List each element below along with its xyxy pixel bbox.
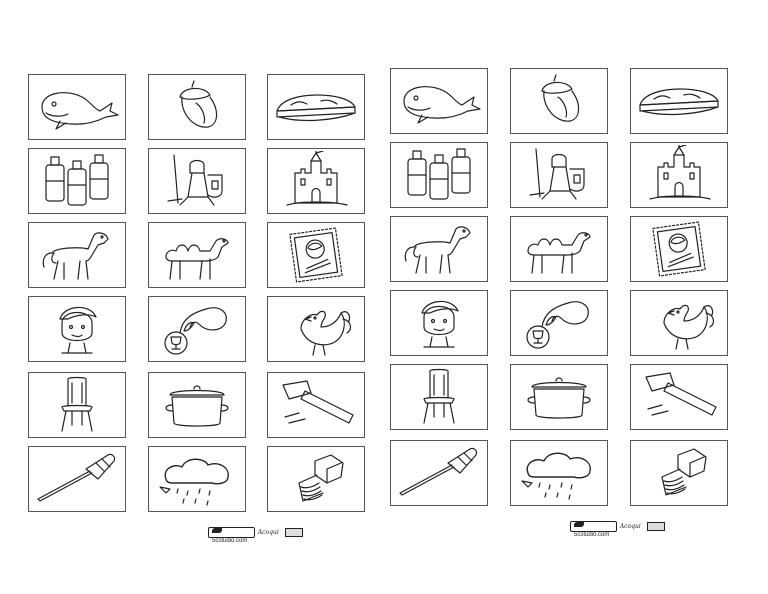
card-bolt [630,440,728,506]
card-hammer [630,364,728,430]
trophy-rope-icon [152,299,242,359]
castle-icon [271,151,361,211]
trophy-rope-icon [514,293,604,353]
horse-icon [32,225,122,285]
card-acorn [510,68,608,134]
whale-icon [32,77,122,137]
creative-commons-icon [646,521,666,531]
script-mark: Acoqui [257,528,279,536]
bottles-icon [32,151,122,211]
hammer-icon [271,375,361,435]
screwdriver-icon [394,443,484,503]
acorn-icon [514,71,604,131]
card-boy [28,296,126,362]
bottles-icon [394,145,484,205]
boy-face-icon [32,299,122,359]
stamp-icon [271,225,361,285]
card-sandwich [267,74,365,140]
rain-cloud-icon [514,443,604,503]
script-mark: Acoqui [619,522,641,530]
chair-icon [32,375,122,435]
card-knight [510,142,608,208]
sandwich-icon [634,71,724,131]
brand-logo-icon [212,527,222,533]
card-chair [390,364,488,430]
card-camel [148,222,246,288]
pot-icon [514,367,604,427]
card-screwdriver [390,440,488,506]
card-whale [390,68,488,134]
card-castle [630,142,728,208]
stamp-icon [634,219,724,279]
creative-commons-icon [284,527,304,537]
card-hammer [267,372,365,438]
brand-badge: 5cstudio.com [570,520,617,538]
card-stamp [267,222,365,288]
card-boy [390,290,488,356]
castle-icon [634,145,724,205]
card-bottles [28,148,126,214]
sheet-footer: 5cstudio.com Acoqui [208,526,304,544]
rooster-icon [634,293,724,353]
card-rooster [630,290,728,356]
screwdriver-icon [32,449,122,509]
chair-icon [394,367,484,427]
card-castle [267,148,365,214]
card-rain-cloud [510,440,608,506]
bolt-icon [271,449,361,509]
brand-name: 5cstudio.com [212,537,248,544]
acorn-icon [152,77,242,137]
brand-logo-icon [574,521,584,527]
card-pot [510,364,608,430]
bolt-icon [634,443,724,503]
card-trophy [510,290,608,356]
card-horse [28,222,126,288]
card-pot [148,372,246,438]
card-stamp [630,216,728,282]
sheet-footer: 5cstudio.com Acoqui [570,520,666,538]
knight-icon [152,151,242,211]
card-horse [390,216,488,282]
card-chair [28,372,126,438]
sandwich-icon [271,77,361,137]
card-trophy [148,296,246,362]
rooster-icon [271,299,361,359]
card-screwdriver [28,446,126,512]
knight-icon [514,145,604,205]
card-rooster [267,296,365,362]
card-whale [28,74,126,140]
pot-icon [152,375,242,435]
card-knight [148,148,246,214]
hammer-icon [634,367,724,427]
camel-icon [152,225,242,285]
horse-icon [394,219,484,279]
rain-cloud-icon [152,449,242,509]
card-camel [510,216,608,282]
card-rain-cloud [148,446,246,512]
card-acorn [148,74,246,140]
brand-badge: 5cstudio.com [208,526,255,544]
card-bottles [390,142,488,208]
camel-icon [514,219,604,279]
boy-face-icon [394,293,484,353]
card-bolt [267,446,365,512]
brand-name: 5cstudio.com [574,531,610,538]
whale-icon [394,71,484,131]
card-sandwich [630,68,728,134]
